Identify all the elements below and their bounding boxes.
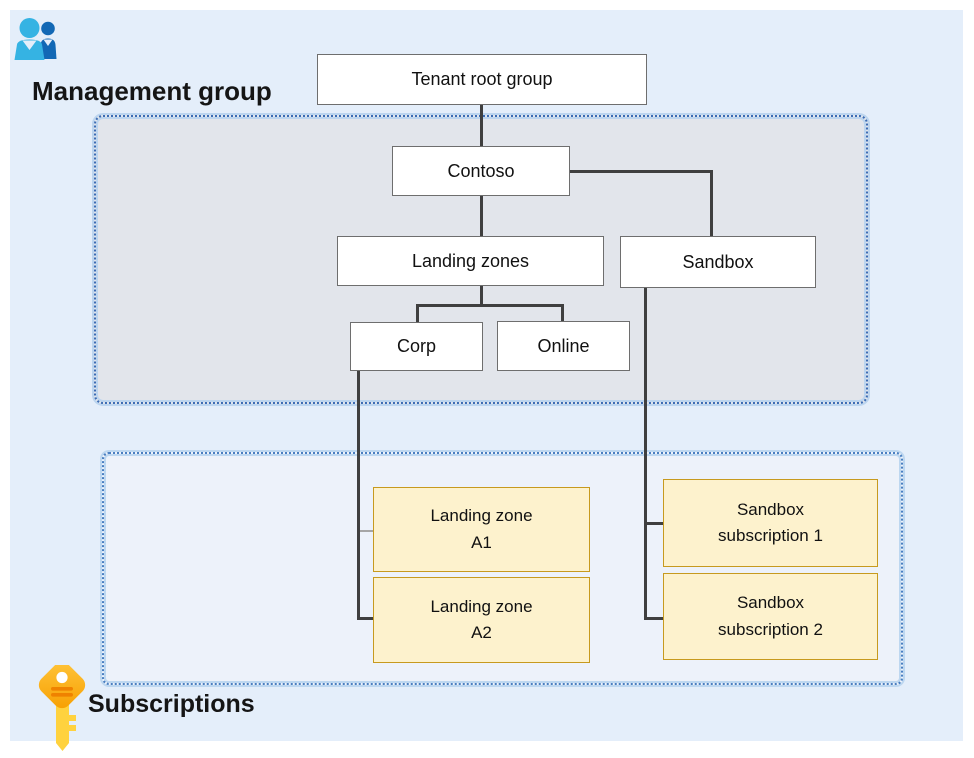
subscriptions-title: Subscriptions bbox=[88, 690, 255, 718]
connector-corp-drop bbox=[357, 371, 360, 620]
connector-landingzones-bar bbox=[416, 304, 564, 307]
node-sandbox-label: Sandbox bbox=[682, 251, 754, 272]
node-sandbox-subscription-2-line1: Sandbox bbox=[736, 593, 805, 613]
connector-bar-online bbox=[561, 304, 564, 321]
node-online: Online bbox=[497, 321, 630, 371]
node-landing-zone-a1-line1: Landing zone bbox=[430, 506, 533, 526]
connector-sandbox-drop bbox=[644, 288, 647, 620]
node-landing-zone-a2: Landing zone A2 bbox=[373, 577, 590, 663]
management-group-title: Management group bbox=[32, 76, 272, 106]
node-corp-label: Corp bbox=[396, 336, 436, 356]
node-sandbox-subscription-2: Sandbox subscription 2 bbox=[663, 573, 878, 660]
node-landing-zone-a2-line1: Landing zone bbox=[430, 596, 533, 616]
node-sandbox-subscription-1-line1: Sandbox bbox=[736, 499, 805, 519]
node-landing-zone-a1: Landing zone A1 bbox=[373, 487, 590, 572]
connector-contoso-landingzones bbox=[480, 196, 483, 236]
connector-sandbox-sub1-stub bbox=[644, 522, 663, 525]
node-landing-zone-a1-line2: A1 bbox=[471, 532, 492, 552]
node-landing-zones: Landing zones bbox=[337, 236, 604, 286]
connector-contoso-sandbox-h bbox=[570, 170, 713, 173]
node-landing-zones-label: Landing zones bbox=[411, 250, 530, 271]
node-sandbox-subscription-1-line2: subscription 1 bbox=[718, 526, 823, 545]
node-sandbox: Sandbox bbox=[620, 236, 816, 288]
connector-contoso-sandbox-v bbox=[710, 170, 713, 236]
node-sandbox-subscription-1: Sandbox subscription 1 bbox=[663, 479, 878, 567]
connector-tenant-contoso bbox=[480, 105, 483, 146]
node-contoso: Contoso bbox=[392, 146, 570, 196]
node-corp: Corp bbox=[350, 322, 483, 371]
connector-landingzones-stem bbox=[480, 286, 483, 307]
node-landing-zone-a2-line2: A2 bbox=[471, 623, 492, 642]
connector-bar-corp bbox=[416, 304, 419, 322]
node-contoso-label: Contoso bbox=[447, 160, 515, 181]
node-online-label: Online bbox=[537, 335, 590, 356]
node-tenant-root-group-label: Tenant root group bbox=[411, 69, 553, 89]
connector-corp-a1-stub bbox=[360, 530, 373, 532]
connector-corp-a2-elbow bbox=[357, 617, 373, 620]
people-icon bbox=[14, 18, 57, 60]
key-icon bbox=[38, 665, 86, 751]
node-tenant-root-group: Tenant root group bbox=[317, 54, 647, 105]
node-sandbox-subscription-2-line2: subscription 2 bbox=[718, 619, 823, 639]
connector-sandbox-sub2-elbow bbox=[644, 617, 663, 620]
